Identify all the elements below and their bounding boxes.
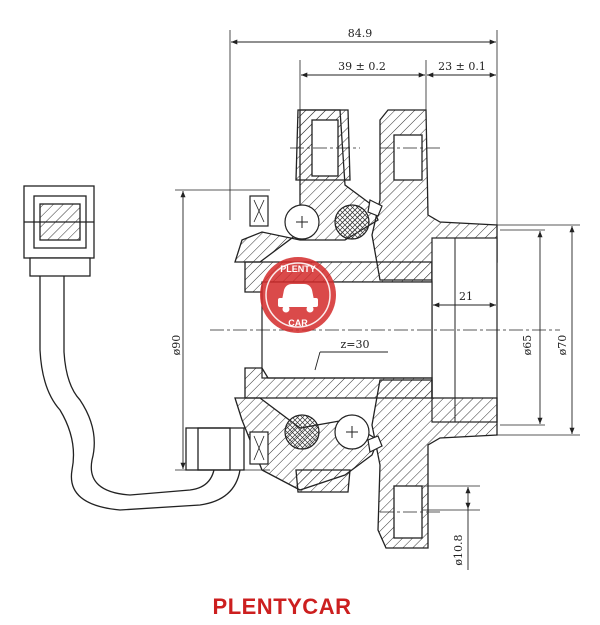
splines-label: z=30 [340,338,369,351]
dia-outer-label: ø90 [170,335,183,356]
seals [249,195,383,465]
connector [23,185,95,277]
dia-bore-label: ø65 [521,335,534,356]
sensor-cable [39,274,245,511]
flange-width-label: 23 ± 0.1 [438,60,486,73]
dia-pilot-label: ø70 [556,335,569,356]
inner-width-label: 39 ± 0.2 [338,60,386,73]
depth-label: 21 [459,290,473,303]
plentycar-watermark: PLENTY CAR [260,257,336,333]
center-lines [210,147,560,513]
hub-section [234,109,498,549]
watermark-bottom-text: CAR [288,318,308,328]
brand-label: PLENTYCAR [213,594,352,619]
overall-width-label: 84.9 [348,27,373,40]
bearing-balls [284,204,370,450]
dia-bolt-label: ø10.8 [452,534,465,565]
car-icon [278,284,318,313]
watermark-top-text: PLENTY [280,264,316,274]
dimension-lines [180,39,575,570]
